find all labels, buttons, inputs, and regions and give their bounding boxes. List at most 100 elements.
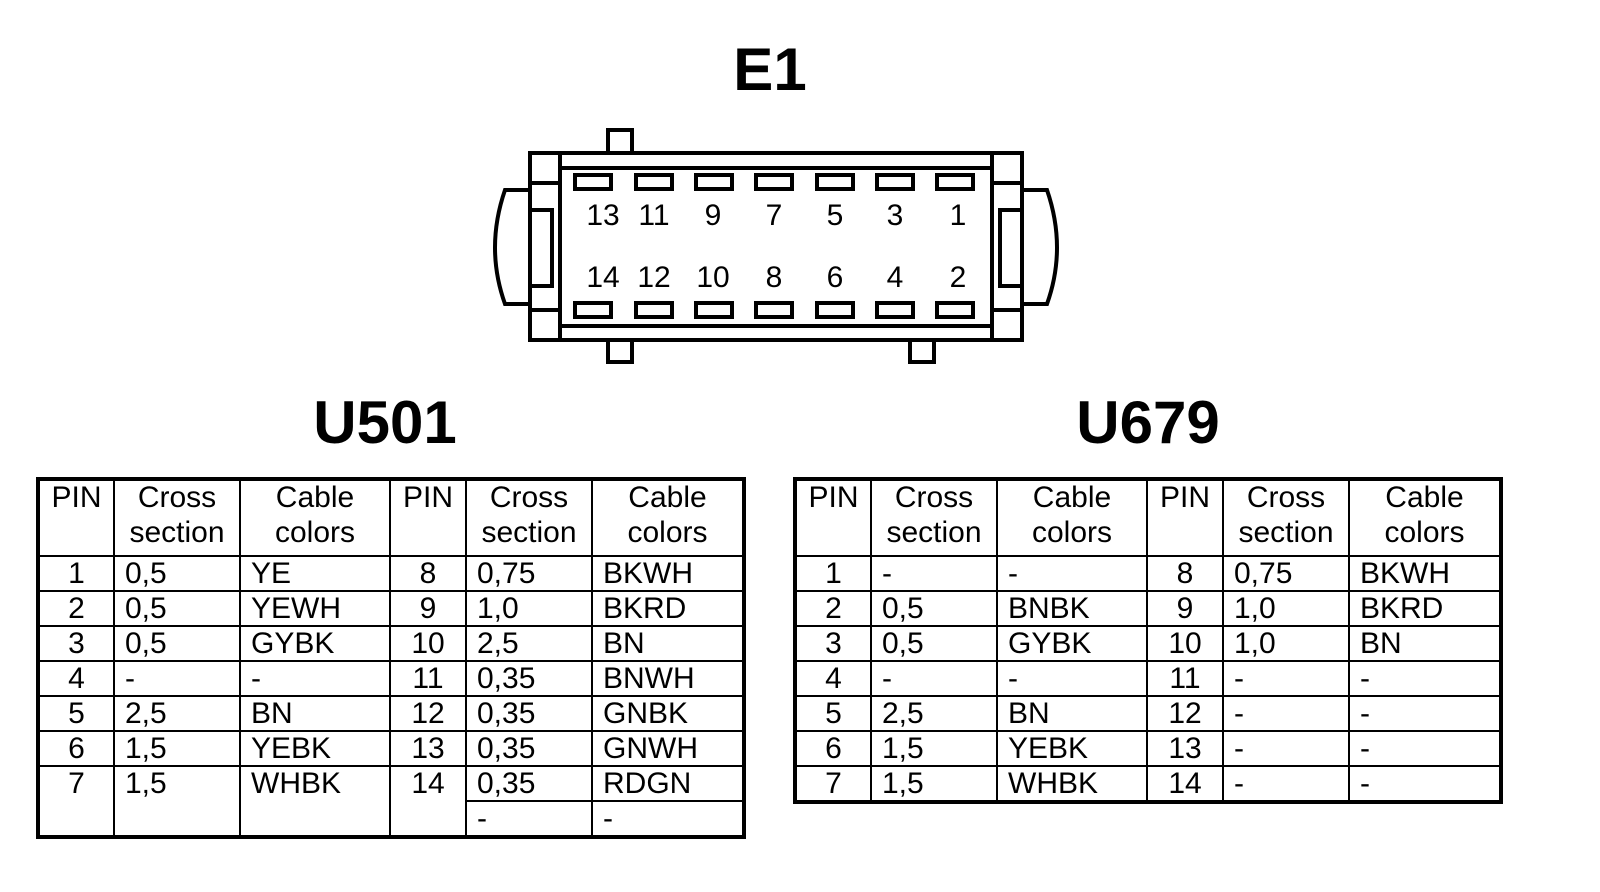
pin-cell: 9: [389, 590, 467, 627]
pin-cell: 1: [37, 555, 115, 592]
pin-cell: 5: [37, 695, 115, 732]
pin-number-label: 1: [950, 199, 967, 232]
pin-slot: [875, 173, 915, 191]
corner-block: [528, 151, 562, 185]
pin-number-label: 4: [887, 261, 904, 294]
pin-number-label: 3: [887, 199, 904, 232]
pin-cell: 11: [1146, 660, 1224, 697]
cable-color-cell: GNBK: [591, 695, 745, 732]
cable-color-cell: GYBK: [239, 625, 391, 662]
cross-section-cell: 0,75: [1222, 555, 1350, 592]
cross-section-cell: 0,5: [113, 590, 241, 627]
pin-cell: 3: [794, 625, 872, 662]
pin-cell: 12: [1146, 695, 1224, 732]
pin-number-label: 10: [696, 261, 729, 294]
cross-section-cell: 1,5: [113, 730, 241, 767]
cable-color-cell: -: [1348, 695, 1502, 732]
header-text: colors: [1031, 515, 1113, 549]
connector-inner: [558, 166, 994, 328]
cable-color-cell: -: [591, 800, 745, 838]
header-text: PIN: [51, 481, 102, 514]
connector-body: [528, 151, 1024, 342]
pin-cell: 5: [794, 695, 872, 732]
cross-section-cell: -: [870, 555, 998, 592]
pin-slot: [935, 173, 975, 191]
pin-slot: [754, 173, 794, 191]
pin-cell: 2: [37, 590, 115, 627]
cross-section-cell: -: [1222, 730, 1350, 767]
top-tab: [606, 128, 634, 156]
pin-cell: 9: [1146, 590, 1224, 627]
header-text: Cable: [275, 481, 355, 514]
cable-color-cell: -: [1348, 660, 1502, 697]
cable-color-cell: YEWH: [239, 590, 391, 627]
table-title-u679: U679: [1076, 389, 1220, 456]
cable-color-cell: YEBK: [996, 730, 1148, 767]
pin-number-label: 5: [827, 199, 844, 232]
table-row: 4--11--: [794, 660, 1502, 697]
cross-section-cell: -: [1222, 765, 1350, 803]
pin-cell: 3: [37, 625, 115, 662]
cross-section-cell: 1,5: [870, 765, 998, 803]
pin-cell: 2: [794, 590, 872, 627]
cable-color-cell: RDGN: [591, 765, 745, 802]
pin-number-label: 9: [705, 199, 722, 232]
left-latch: [493, 188, 530, 306]
cable-color-cell: BN: [591, 625, 745, 662]
pin-number-label: 2: [950, 261, 967, 294]
pin-cell: 1: [794, 555, 872, 592]
header-text: Cable: [628, 481, 707, 514]
pin-cell: 8: [389, 555, 467, 592]
header-text: colors: [274, 515, 356, 549]
pin-slot: [935, 301, 975, 319]
cross-section-cell: 0,5: [113, 555, 241, 592]
cross-section-cell: 0,35: [465, 730, 593, 767]
header-text: section: [129, 515, 225, 549]
header-text: section: [1238, 515, 1334, 549]
cable-color-cell: WHBK: [996, 765, 1148, 803]
pin-number-label: 7: [766, 199, 783, 232]
cable-color-cell: BN: [996, 695, 1148, 732]
cable-color-cell: -: [996, 660, 1148, 697]
cable-color-cell: -: [1348, 765, 1502, 803]
corner-block: [990, 308, 1024, 342]
pin-cell: 14: [1146, 765, 1224, 803]
cross-section-cell: 2,5: [113, 695, 241, 732]
header-text: Cable: [1032, 481, 1112, 514]
pin-slot: [815, 301, 855, 319]
pin-cell: 11: [389, 660, 467, 697]
pin-slot: [875, 301, 915, 319]
pin-header: PIN: [794, 478, 872, 557]
table-row: --: [38, 800, 745, 838]
cross-section-cell: 2,5: [465, 625, 593, 662]
pin-cell: 10: [1146, 625, 1224, 662]
cable-color-cell: BKRD: [1348, 590, 1502, 627]
cable-color-cell: BKWH: [1348, 555, 1502, 592]
cable-color-cell: BKWH: [591, 555, 745, 592]
pin-cell: 13: [1146, 730, 1224, 767]
pin-number-label: 6: [827, 261, 844, 294]
cable-color-cell: GYBK: [996, 625, 1148, 662]
corner-block: [990, 151, 1024, 185]
pin-number-label: 8: [766, 261, 783, 294]
cable-color-cell: -: [996, 555, 1148, 592]
pin-cell: 4: [794, 660, 872, 697]
